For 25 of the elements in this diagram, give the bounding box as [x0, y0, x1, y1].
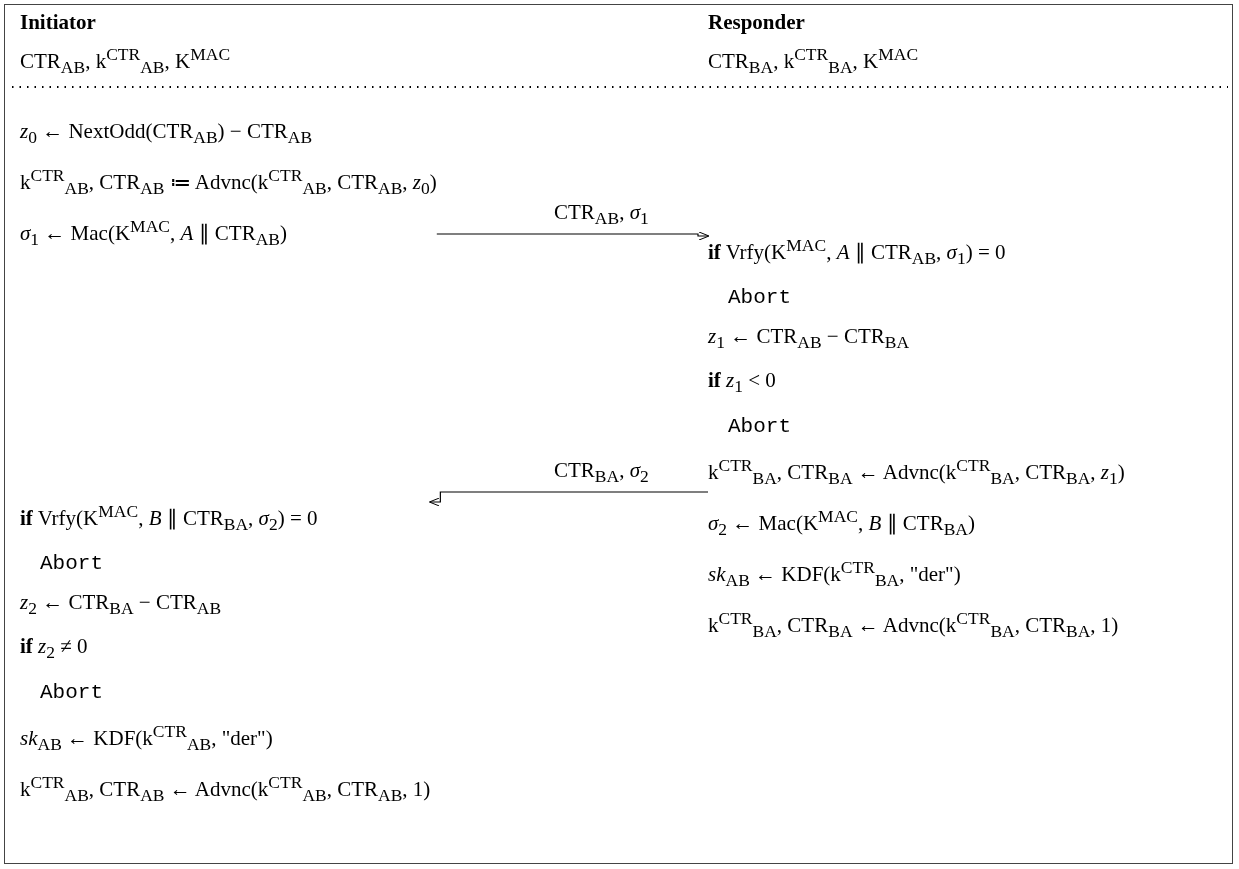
code-line: k$^{CTR}$$_{BA}$, CTR$_{BA}$ ← Advnc(k$^{CTR}$$_{BA}$, CTR$_{BA}$, z$_{1}$): [708, 459, 1125, 484]
code-line: σ$_{2}$ ← Mac(K$^{MAC}$, B ∥ CTR$_{BA}$): [708, 510, 975, 535]
code-line: k$^{CTR}$$_{AB}$, CTR$_{AB}$ ≔ Advnc(k$^{CTR}$$_{AB}$, CTR$_{AB}$, z$_{0}$): [20, 170, 437, 195]
code-line: sk$_{AB}$ ← KDF(k$^{CTR}$$_{BA}$, "der"): [708, 561, 961, 586]
code-line: if z$_{2}$ ≠ 0: [20, 634, 88, 659]
state-text: CTR$_{AB}$, k$^{CTR}$$_{AB}$, K$^{MAC}$: [20, 44, 231, 79]
state-text: CTR$_{BA}$, k$^{CTR}$$_{BA}$, K$^{MAC}$: [708, 44, 919, 79]
code-line: if Vrfy(K$^{MAC}$, B ∥ CTR$_{BA}$, σ$_{2}$) = 0: [20, 506, 318, 530]
abort-statement: Abort: [40, 552, 103, 576]
code-line: z$_{0}$ ← NextOdd(CTR$_{AB}$) − CTR$_{AB}$: [20, 119, 313, 143]
abort-statement: Abort: [728, 414, 791, 438]
abort-statement: Abort: [728, 286, 791, 310]
party-heading: Initiator: [20, 10, 96, 35]
code-line: k$^{CTR}$$_{BA}$, CTR$_{BA}$ ← Advnc(k$^{CTR}$$_{BA}$, CTR$_{BA}$, 1): [708, 613, 1119, 638]
party-heading: Responder: [708, 10, 805, 35]
code-line: sk$_{AB}$ ← KDF(k$^{CTR}$$_{AB}$, "der"): [20, 725, 273, 750]
message-arrow: [436, 231, 710, 241]
code-line: z$_{1}$ ← CTR$_{AB}$ − CTR$_{BA}$: [708, 324, 910, 349]
message-arrow: [428, 491, 709, 507]
code-line: k$^{CTR}$$_{AB}$, CTR$_{AB}$ ← Advnc(k$^{CTR}$$_{AB}$, CTR$_{AB}$, 1): [20, 776, 431, 801]
code-line: σ$_{1}$ ← Mac(K$^{MAC}$, A ∥ CTR$_{AB}$): [20, 221, 287, 246]
abort-statement: Abort: [40, 680, 103, 704]
code-line: z$_{2}$ ← CTR$_{BA}$ − CTR$_{AB}$: [20, 590, 222, 615]
code-line: if z$_{1}$ < 0: [708, 368, 776, 393]
code-line: if Vrfy(K$^{MAC}$, A ∥ CTR$_{AB}$, σ$_{1}$) = 0: [708, 240, 1006, 264]
